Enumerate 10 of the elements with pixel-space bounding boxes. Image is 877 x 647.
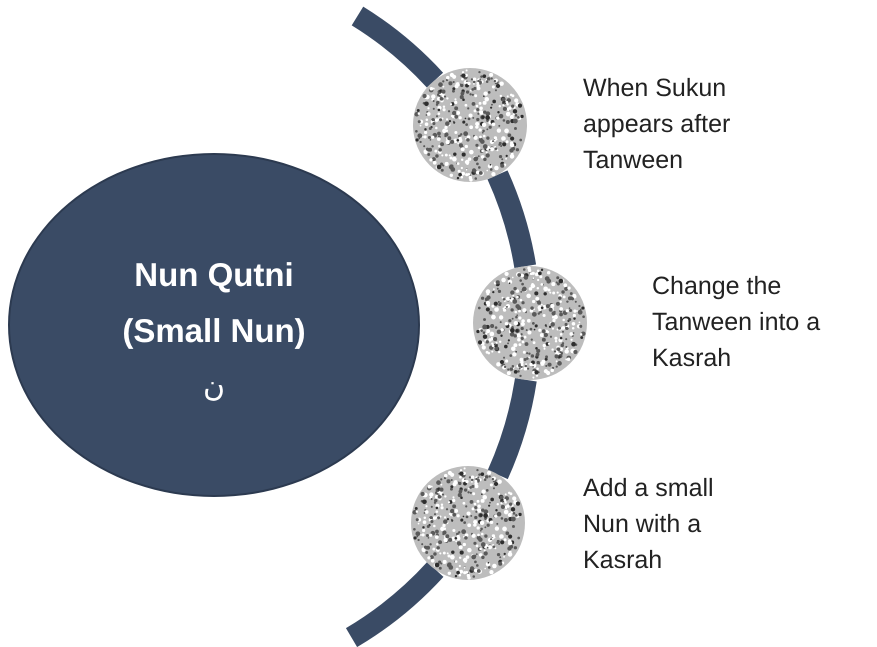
textured-circle bbox=[473, 266, 587, 380]
arabic-letter: ن bbox=[202, 368, 226, 404]
node-title: Nun Qutni (Small Nun) bbox=[121, 254, 307, 351]
step-description: Add a small Nun with a Kasrah bbox=[583, 473, 715, 576]
textured-circle bbox=[411, 466, 525, 580]
connector-arc bbox=[487, 170, 536, 268]
step-description: Change the Tanween into a Kasrah bbox=[652, 271, 822, 374]
textured-circle bbox=[413, 68, 527, 182]
step-description: When Sukun appears after Tanween bbox=[583, 73, 732, 176]
connector-arc bbox=[488, 378, 537, 479]
